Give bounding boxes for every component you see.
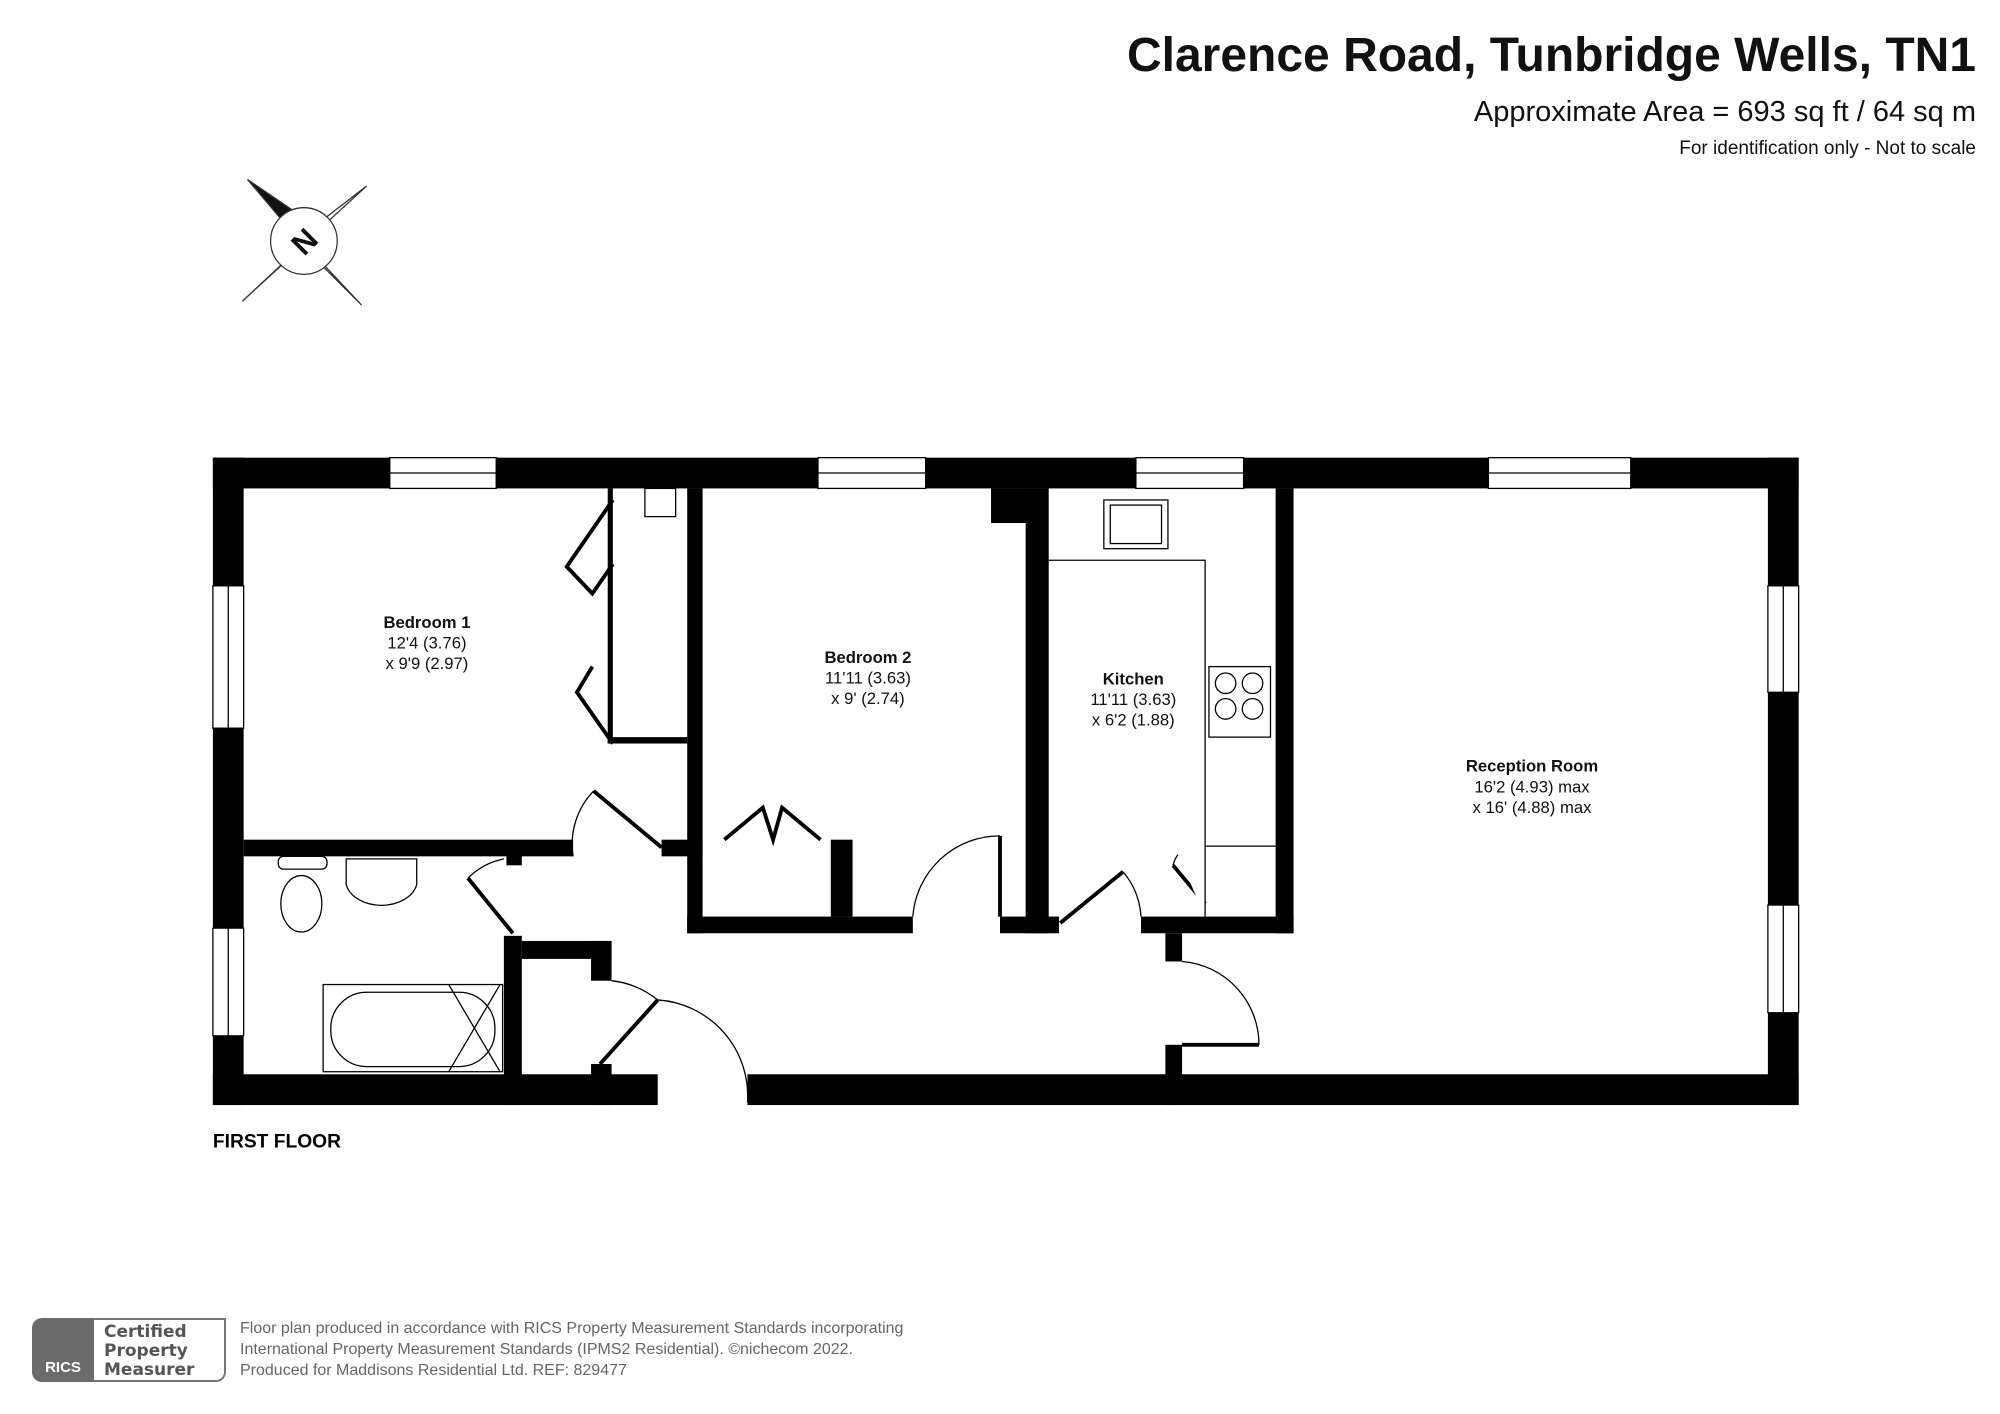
room-dimension: x 9'9 (2.97) bbox=[386, 654, 469, 673]
room-dimension: 12'4 (3.76) bbox=[387, 634, 466, 653]
room-dimension: x 9' (2.74) bbox=[831, 689, 905, 708]
badge-line: Certified bbox=[104, 1322, 187, 1342]
badge-line: Property bbox=[104, 1341, 188, 1361]
room-name: Bedroom 2 bbox=[824, 648, 911, 667]
windows bbox=[212, 457, 1800, 1037]
footer-line: Produced for Maddisons Residential Ltd. … bbox=[240, 1362, 627, 1379]
room-dimension: x 16' (4.88) max bbox=[1473, 798, 1593, 817]
room-dimension: 11'11 (3.63) bbox=[1090, 690, 1176, 709]
fixtures bbox=[277, 487, 1276, 1073]
floor-label: FIRST FLOOR bbox=[213, 1131, 341, 1152]
compass-icon: N bbox=[241, 178, 368, 306]
badge-line: Measurer bbox=[104, 1360, 195, 1380]
footer-line: Floor plan produced in accordance with R… bbox=[240, 1320, 904, 1337]
room-dimension: 16'2 (4.93) max bbox=[1474, 777, 1590, 796]
rics-logo-text: RICS bbox=[45, 1359, 81, 1376]
certified-badge: Certified Property Measurer bbox=[94, 1318, 226, 1382]
room-dimension: 11'11 (3.63) bbox=[825, 668, 911, 687]
footer-text: Floor plan produced in accordance with R… bbox=[240, 1318, 903, 1381]
disclaimer-note: For identification only - Not to scale bbox=[1679, 138, 1976, 159]
rics-logo: RICS bbox=[32, 1318, 94, 1382]
property-title: Clarence Road, Tunbridge Wells, TN1 bbox=[1126, 29, 1976, 82]
room-labels: Bedroom 1 12'4 (3.76) x 9'9 (2.97) Bedro… bbox=[213, 613, 1598, 1152]
footer: RICS Certified Property Measurer Floor p… bbox=[32, 1318, 903, 1382]
room-name: Bedroom 1 bbox=[383, 613, 470, 632]
footer-line: International Property Measurement Stand… bbox=[240, 1341, 853, 1358]
room-name: Kitchen bbox=[1103, 670, 1164, 689]
room-name: Reception Room bbox=[1466, 757, 1598, 776]
room-dimension: x 6'2 (1.88) bbox=[1092, 711, 1175, 730]
approximate-area: Approximate Area = 693 sq ft / 64 sq m bbox=[1473, 96, 1976, 128]
